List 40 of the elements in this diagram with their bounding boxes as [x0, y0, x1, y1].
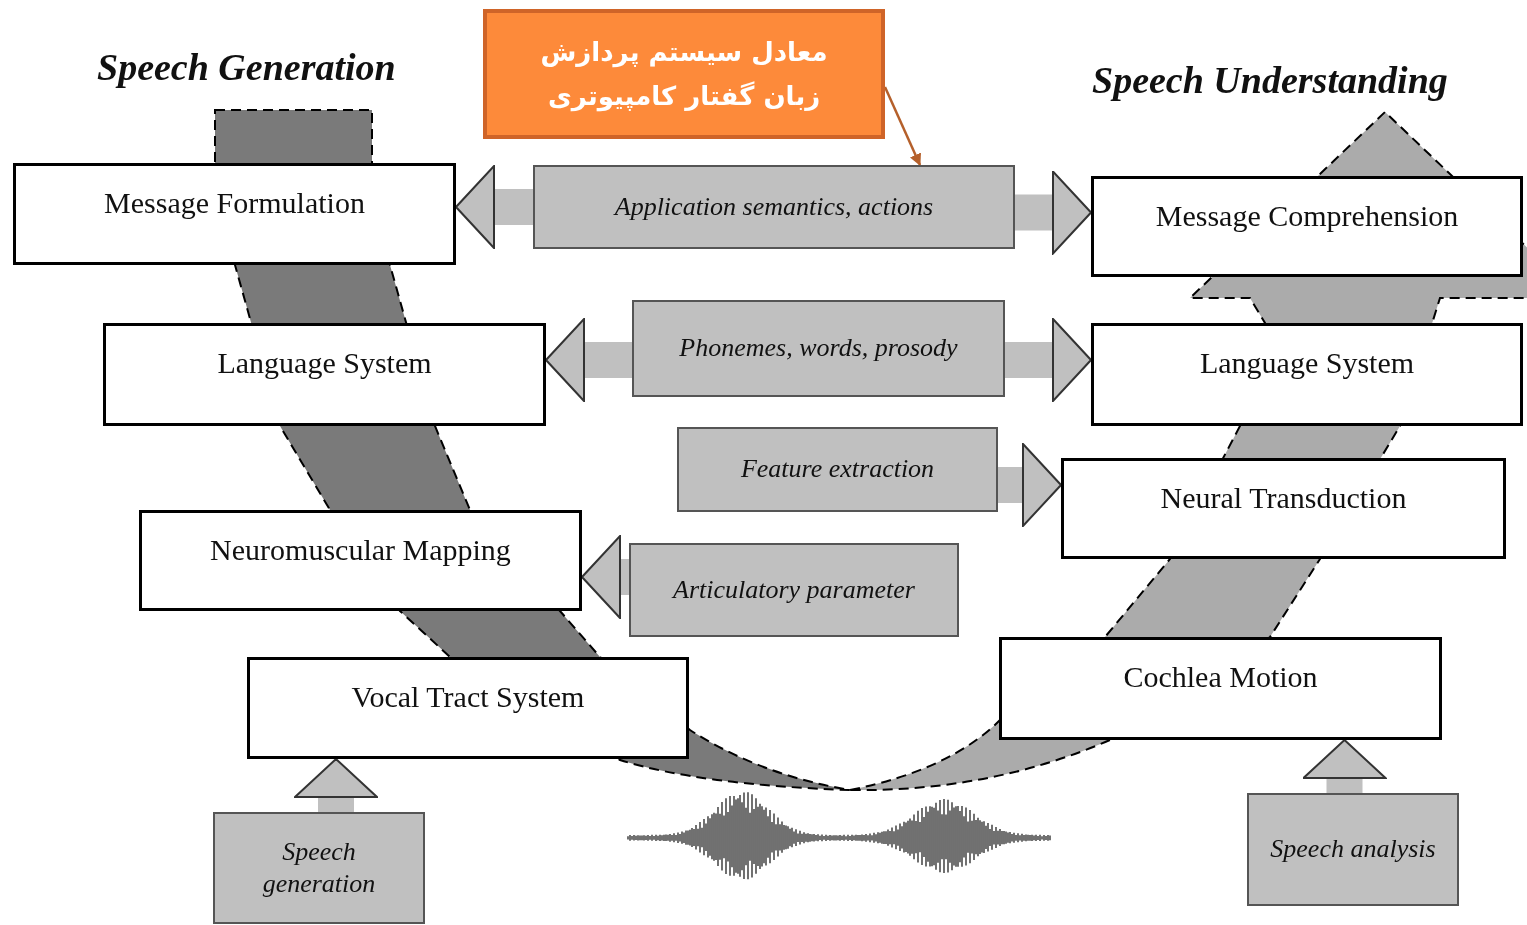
annotation-box	[213, 812, 425, 924]
box-label: Language System	[217, 345, 432, 381]
process-box	[13, 163, 456, 265]
process-box	[103, 323, 546, 426]
arrow	[1005, 318, 1092, 402]
box-label: Message Comprehension	[1155, 198, 1459, 234]
note-box	[483, 9, 885, 139]
process-box	[139, 510, 582, 611]
arrow	[545, 318, 632, 402]
process-box	[1091, 176, 1523, 277]
arrow	[1302, 739, 1387, 793]
box-label: معادل سیستم پردازش زبان گفتار کامپیوتری	[539, 35, 829, 114]
process-box	[999, 637, 1442, 740]
box-label: Feature extraction	[740, 453, 935, 486]
process-box	[1091, 323, 1523, 426]
box-label: Neural Transduction	[1160, 480, 1407, 516]
annotation-box	[632, 300, 1005, 397]
box-label: Application semantics, actions	[614, 190, 934, 223]
box-label: Articulatory parameter	[673, 573, 915, 606]
annotation-box	[677, 427, 998, 512]
box-label: Speech generation	[261, 835, 377, 900]
box-label: Neuromuscular Mapping	[210, 532, 511, 568]
annotation-box	[1247, 793, 1459, 906]
box-label: Speech analysis	[1270, 833, 1436, 866]
arrow	[294, 758, 378, 812]
arrow	[998, 443, 1062, 527]
process-box	[1061, 458, 1506, 559]
arrow	[1015, 170, 1092, 255]
box-label: Vocal Tract System	[351, 679, 585, 715]
annotation-box	[629, 543, 959, 637]
box-label: Message Formulation	[104, 185, 365, 221]
section-heading: Speech Understanding	[1092, 58, 1448, 102]
box-label: Language System	[1199, 345, 1415, 381]
arrow	[455, 165, 533, 249]
annotation-box	[533, 165, 1015, 249]
section-heading: Speech Generation	[97, 45, 396, 89]
arrow	[581, 535, 629, 619]
box-label: Phonemes, words, prosody	[679, 332, 958, 365]
process-box	[247, 657, 689, 759]
box-label: Cochlea Motion	[1123, 659, 1318, 695]
